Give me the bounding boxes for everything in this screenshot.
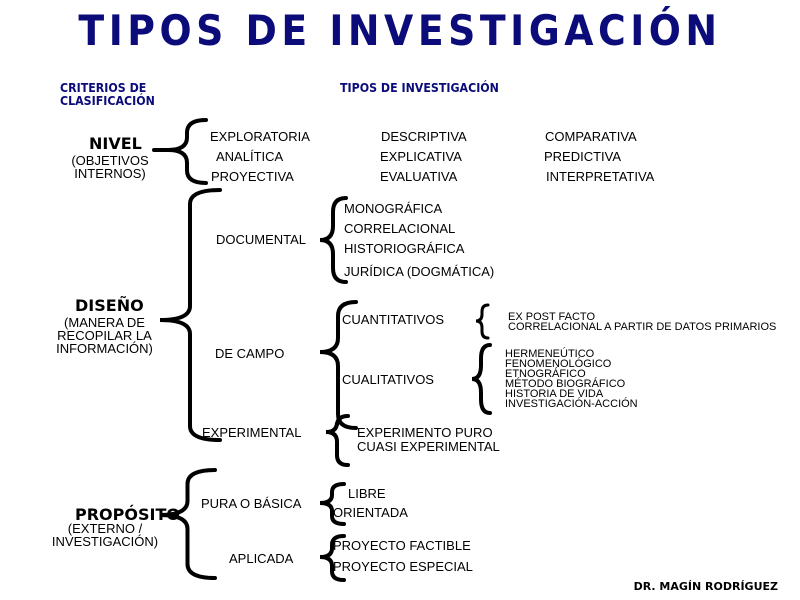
cuant-correlacional: CORRELACIONAL A PARTIR DE DATOS PRIMARIO… xyxy=(508,321,777,333)
campo-label: DE CAMPO xyxy=(215,346,285,361)
brace-aplicada-icon xyxy=(319,534,346,582)
brace-proposito-icon xyxy=(159,468,217,580)
type-predictiva: PREDICTIVA xyxy=(544,149,622,164)
proposito-label: PROPÓSITO xyxy=(75,505,180,524)
diseno-sub3: INFORMACIÓN) xyxy=(56,341,153,356)
proposito-sub2: INVESTIGACIÓN) xyxy=(51,534,159,549)
diseno-label: DISEÑO xyxy=(75,296,144,315)
author-signature: DR. MAGÍN RODRÍGUEZ xyxy=(633,580,778,593)
pura-orientada: ORIENTADA xyxy=(333,505,408,520)
cual-etnografico: ETNOGRÁFICO xyxy=(505,368,586,380)
diseno-sub1: (MANERA DE xyxy=(64,315,145,330)
documental-label: DOCUMENTAL xyxy=(216,232,307,247)
cual-metodo-biografico: MÉTODO BIOGRÁFICO xyxy=(505,378,626,390)
doc-monografica: MONOGRÁFICA xyxy=(344,201,443,216)
exp-puro: EXPERIMENTO PURO xyxy=(357,425,493,440)
nivel-label: NIVEL xyxy=(89,134,142,153)
brace-experimental-icon xyxy=(325,414,350,467)
brace-cualitativos-icon xyxy=(471,343,492,415)
page-title: TIPOS DE INVESTIGACIÓN xyxy=(78,6,722,55)
brace-diseno-icon xyxy=(159,188,222,442)
type-interpretativa: INTERPRETATIVA xyxy=(546,169,655,184)
pura-label: PURA O BÁSICA xyxy=(201,496,302,511)
cuantitativos-label: CUANTITATIVOS xyxy=(342,312,445,327)
criterios-line1: CRITERIOS DE xyxy=(60,81,147,95)
proposito-sub: (EXTERNO /INVESTIGACIÓN) xyxy=(50,522,160,548)
doc-juridica: JURÍDICA (DOGMÁTICA) xyxy=(344,264,495,279)
exp-cuasi: CUASI EXPERIMENTAL xyxy=(357,439,500,454)
doc-historiografica: HISTORIOGRÁFICA xyxy=(344,241,465,256)
cual-historia-de-vida: HISTORIA DE VIDA xyxy=(505,388,604,400)
pura-libre: LIBRE xyxy=(348,486,386,501)
aplicada-especial: PROYECTO ESPECIAL xyxy=(333,559,473,574)
type-exploratoria: EXPLORATORIA xyxy=(210,129,310,144)
proposito-sub1: (EXTERNO / xyxy=(67,521,143,536)
type-comparativa: COMPARATIVA xyxy=(545,129,637,144)
cual-hermeneutico: HERMENEÚTICO xyxy=(505,348,595,360)
cualitativos-label: CUALITATIVOS xyxy=(342,372,434,387)
experimental-label: EXPERIMENTAL xyxy=(202,425,302,440)
nivel-sub2: INTERNOS) xyxy=(74,166,146,181)
criterios-line2: CLASIFICACIÓN xyxy=(60,94,155,109)
diseno-sub2: RECOPILAR LA xyxy=(57,328,152,343)
tipos-header: TIPOS DE INVESTIGACIÓN xyxy=(340,81,499,95)
cual-investigacion-accion: INVESTIGACIÓN-ACCIÓN xyxy=(505,398,638,410)
aplicada-label: APLICADA xyxy=(229,551,294,566)
brace-cuantitativos-icon xyxy=(475,303,490,340)
type-explicativa: EXPLICATIVA xyxy=(380,149,462,164)
type-proyectiva: PROYECTIVA xyxy=(211,169,294,184)
cuant-ex-post-facto: EX POST FACTO xyxy=(508,311,596,323)
cual-fenomenologico: FENOMENOLÓGICO xyxy=(505,358,612,370)
brace-nivel-icon xyxy=(152,118,208,185)
nivel-sub1: (OBJETIVOS xyxy=(71,153,149,168)
type-descriptiva: DESCRIPTIVA xyxy=(381,129,467,144)
doc-correlacional: CORRELACIONAL xyxy=(344,221,456,236)
brace-documental-icon xyxy=(319,196,348,284)
aplicada-factible: PROYECTO FACTIBLE xyxy=(333,538,471,553)
type-analitica: ANALÍTICA xyxy=(216,149,284,164)
type-evaluativa: EVALUATIVA xyxy=(380,169,458,184)
brace-pura-icon xyxy=(319,482,346,526)
